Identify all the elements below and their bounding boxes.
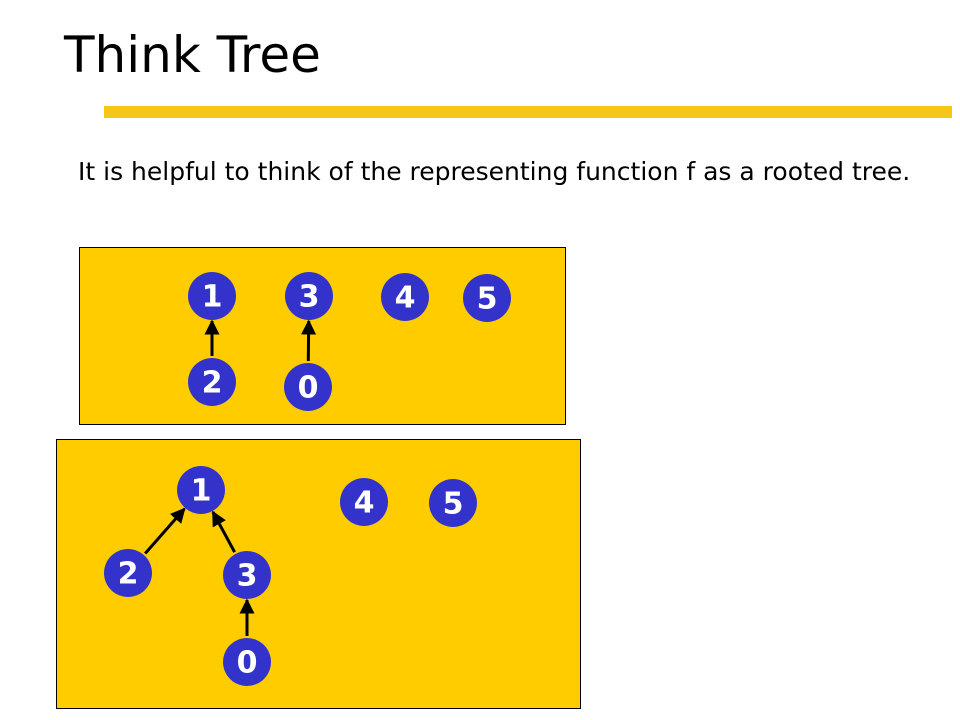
- tree-node-circle-3: [223, 551, 271, 599]
- slide-body-text: It is helpful to think of the representi…: [78, 157, 911, 186]
- tree-diagram-after-union-canvas: 1 4 5 2 3 0: [104, 466, 477, 686]
- tree-diagram-after-union: 1 4 5 2 3 0: [56, 439, 581, 709]
- tree-node-label-4: 4: [395, 281, 416, 316]
- tree-node-label-0: 0: [298, 371, 319, 406]
- tree-node-label-2: 2: [118, 557, 139, 592]
- tree-node-circle-4: [340, 478, 388, 526]
- tree-node-2: 2: [104, 549, 152, 597]
- tree-node-circle-1: [177, 466, 225, 514]
- tree-node-label-3: 3: [237, 559, 258, 594]
- tree-node-5: 5: [463, 274, 511, 322]
- tree-node-circle-4: [381, 273, 429, 321]
- tree-diagram-before-union-canvas: 1 3 4 5 2 0: [188, 272, 511, 411]
- tree-node-4: 4: [340, 478, 388, 526]
- tree-node-circle-0: [223, 638, 271, 686]
- tree-node-3: 3: [223, 551, 271, 599]
- tree-node-label-2: 2: [202, 366, 223, 401]
- edge-3-to-1: [211, 510, 236, 553]
- tree-node-3: 3: [285, 272, 333, 320]
- tree-node-label-5: 5: [443, 487, 464, 522]
- tree-node-circle-5: [429, 479, 477, 527]
- tree-node-label-3: 3: [299, 280, 320, 315]
- tree-node-5: 5: [429, 479, 477, 527]
- tree-node-1: 1: [188, 272, 236, 320]
- tree-node-label-0: 0: [237, 646, 258, 681]
- tree-diagram-before-union: 1 3 4 5 2 0: [79, 247, 566, 425]
- tree-node-label-4: 4: [354, 486, 375, 521]
- tree-node-2: 2: [188, 358, 236, 406]
- tree-node-circle-5: [463, 274, 511, 322]
- tree-node-label-1: 1: [202, 280, 223, 315]
- tree-node-circle-2: [188, 358, 236, 406]
- tree-node-1: 1: [177, 466, 225, 514]
- edge-2-to-1: [144, 507, 186, 555]
- tree-node-0: 0: [223, 638, 271, 686]
- tree-node-0: 0: [284, 363, 332, 411]
- tree-node-4: 4: [381, 273, 429, 321]
- tree-node-circle-0: [284, 363, 332, 411]
- tree-node-circle-2: [104, 549, 152, 597]
- slide-title: Think Tree: [64, 26, 321, 84]
- tree-node-circle-3: [285, 272, 333, 320]
- tree-node-label-5: 5: [477, 282, 498, 317]
- tree-node-circle-1: [188, 272, 236, 320]
- tree-node-label-1: 1: [191, 474, 212, 509]
- title-underline-bar: [104, 106, 952, 118]
